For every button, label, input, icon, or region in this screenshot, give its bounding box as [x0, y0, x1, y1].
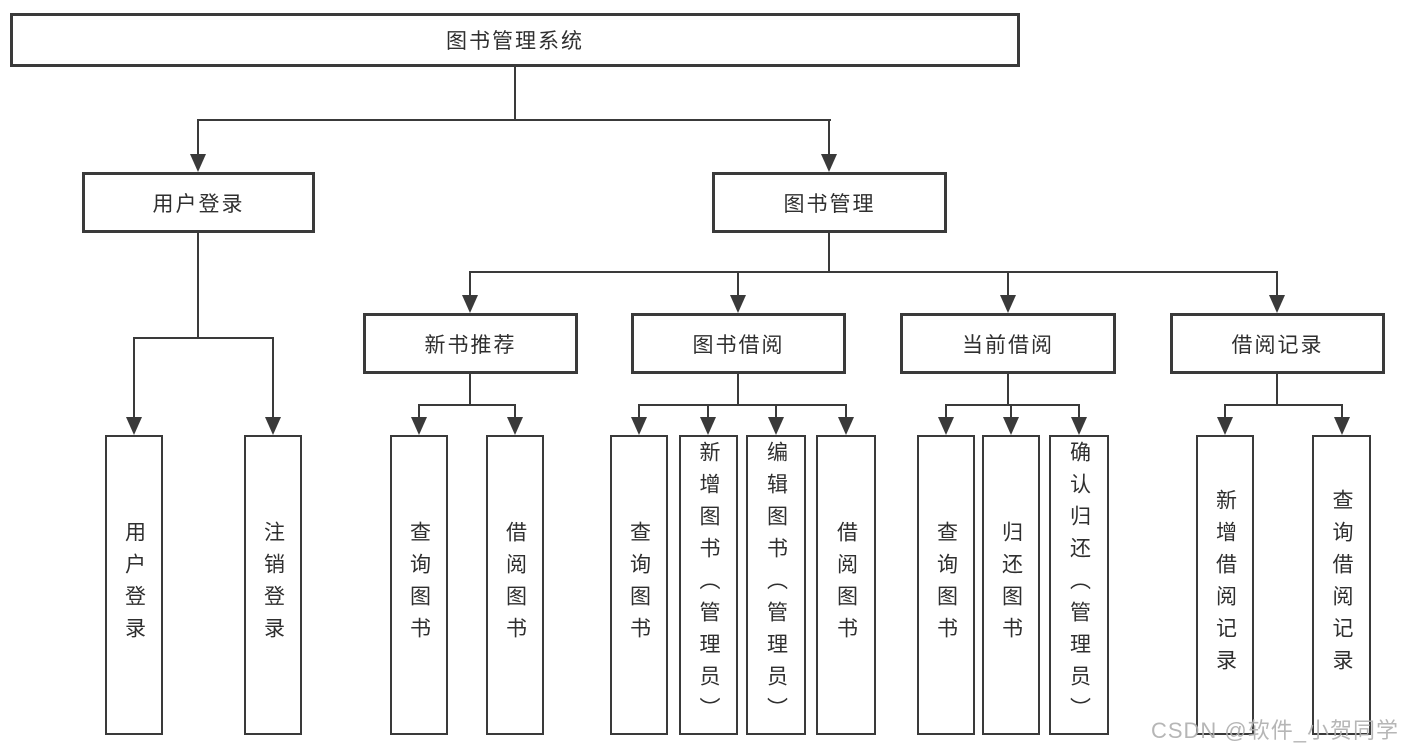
connector-line: [272, 337, 274, 421]
connector-line: [197, 232, 199, 339]
arrow-down-icon: [1334, 417, 1350, 435]
node-label: 归还图书: [999, 521, 1023, 649]
connector-line: [469, 271, 471, 299]
leaf-newbook-query-books: 查询图书: [390, 435, 448, 735]
connector-line: [133, 337, 274, 339]
leaf-query-borrow-record: 查询借阅记录: [1312, 435, 1371, 735]
connector-line: [1276, 373, 1278, 406]
connector-line: [133, 337, 135, 421]
node-label: 查询图书: [627, 521, 651, 649]
leaf-add-borrow-record: 新增借阅记录: [1196, 435, 1254, 735]
node-label: 新书推荐: [424, 333, 517, 357]
node-label: 图书借阅: [692, 333, 785, 357]
connector-line: [1007, 271, 1009, 299]
connector-line: [469, 271, 1278, 273]
node-label: 编辑图书（管理员）: [764, 441, 788, 729]
arrow-down-icon: [190, 154, 206, 172]
arrow-down-icon: [821, 154, 837, 172]
node-label: 确认归还（管理员）: [1067, 441, 1091, 729]
node-label: 查询图书: [934, 521, 958, 649]
connector-line: [1224, 404, 1226, 420]
connector-line: [197, 119, 199, 158]
arrow-down-icon: [265, 417, 281, 435]
arrow-down-icon: [768, 417, 784, 435]
arrow-down-icon: [938, 417, 954, 435]
node-label: 借阅记录: [1231, 333, 1324, 357]
arrow-down-icon: [730, 295, 746, 313]
node-label: 注销登录: [261, 521, 285, 649]
leaf-newbook-borrow-books: 借阅图书: [486, 435, 544, 735]
connector-line: [845, 404, 847, 420]
arrow-down-icon: [1217, 417, 1233, 435]
arrow-down-icon: [462, 295, 478, 313]
arrow-down-icon: [1003, 417, 1019, 435]
connector-line: [197, 119, 831, 121]
arrow-down-icon: [700, 417, 716, 435]
connector-line: [1276, 271, 1278, 299]
arrow-down-icon: [631, 417, 647, 435]
connector-line: [1341, 404, 1343, 420]
connector-line: [1224, 404, 1343, 406]
connector-line: [514, 67, 516, 121]
arrow-down-icon: [838, 417, 854, 435]
node-borrowing-records: 借阅记录: [1170, 313, 1385, 374]
node-label: 查询图书: [407, 521, 431, 649]
node-book-borrowing: 图书借阅: [631, 313, 846, 374]
connector-line: [469, 373, 471, 406]
connector-line: [1010, 404, 1012, 420]
connector-line: [638, 404, 640, 420]
arrow-down-icon: [126, 417, 142, 435]
node-label: 当前借阅: [962, 333, 1054, 357]
connector-line: [638, 404, 847, 406]
csdn-watermark: CSDN @软件_小贺同学: [1150, 718, 1399, 743]
leaf-return-books: 归还图书: [982, 435, 1040, 735]
connector-line: [418, 404, 516, 406]
arrow-down-icon: [1269, 295, 1285, 313]
connector-line: [775, 404, 777, 420]
arrow-down-icon: [1000, 295, 1016, 313]
leaf-confirm-return-admin: 确认归还（管理员）: [1049, 435, 1109, 735]
connector-line: [828, 119, 830, 158]
node-label: 新增借阅记录: [1213, 489, 1237, 681]
node-new-book-recommendation: 新书推荐: [363, 313, 578, 374]
node-label: 图书管理: [783, 192, 876, 216]
leaf-add-book-admin: 新增图书（管理员）: [679, 435, 738, 735]
node-user-login: 用户登录: [82, 172, 315, 233]
node-label: 用户登录: [152, 192, 245, 216]
connector-line: [1007, 373, 1009, 406]
connector-line: [1078, 404, 1080, 420]
connector-line: [945, 404, 947, 420]
connector-line: [707, 404, 709, 420]
connector-line: [945, 404, 1080, 406]
node-label: 图书管理系统: [446, 30, 584, 53]
node-label: 借阅图书: [834, 521, 858, 649]
connector-line: [737, 271, 739, 299]
leaf-user-login: 用户登录: [105, 435, 163, 735]
leaf-logout: 注销登录: [244, 435, 302, 735]
leaf-current-query-books: 查询图书: [917, 435, 975, 735]
arrow-down-icon: [507, 417, 523, 435]
connector-line: [828, 232, 830, 273]
node-label: 新增图书（管理员）: [697, 441, 720, 729]
node-label: 查询借阅记录: [1330, 489, 1353, 681]
connector-line: [418, 404, 420, 420]
node-label: 用户登录: [122, 521, 146, 649]
node-library-management-system: 图书管理系统: [10, 13, 1020, 67]
arrow-down-icon: [411, 417, 427, 435]
arrow-down-icon: [1071, 417, 1087, 435]
node-current-borrowing: 当前借阅: [900, 313, 1116, 374]
leaf-borrow-query-books: 查询图书: [610, 435, 668, 735]
connector-line: [514, 404, 516, 420]
leaf-edit-book-admin: 编辑图书（管理员）: [746, 435, 806, 735]
node-book-management: 图书管理: [712, 172, 947, 233]
node-label: 借阅图书: [503, 521, 527, 649]
connector-line: [737, 373, 739, 406]
leaf-borrow-borrow-books: 借阅图书: [816, 435, 876, 735]
